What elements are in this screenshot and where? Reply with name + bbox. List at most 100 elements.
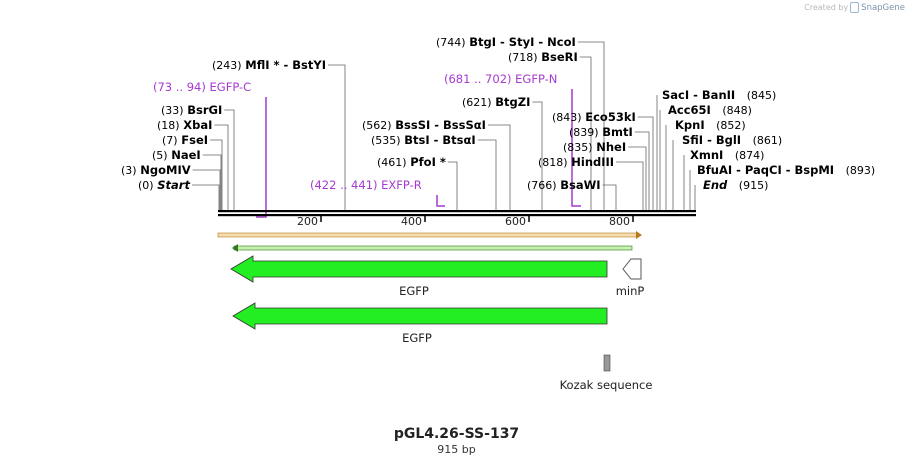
primer-name: EGFP-C: [210, 80, 252, 94]
site-spacer: [727, 178, 739, 192]
kozak-sequence-box: [603, 354, 611, 372]
site-enzyme-name: SacI - BanII: [662, 88, 735, 102]
site-leader-line: [210, 139, 223, 210]
site-leader-line: [224, 109, 235, 210]
site-leader-line: [579, 56, 592, 210]
backbone-top-strand: [218, 210, 696, 213]
site-leader-line: [602, 184, 617, 210]
feature-label: EGFP: [399, 284, 429, 298]
site-label: (818) HindIII: [538, 155, 614, 169]
egfp-feature-arrow: [230, 255, 608, 283]
site-position: (766): [527, 179, 557, 192]
site-label: SacI - BanII (845): [662, 88, 776, 102]
site-enzyme-name: XbaI: [183, 118, 212, 132]
site-label: (0) Start: [138, 178, 190, 192]
plasmid-length: 915 bp: [437, 443, 476, 456]
site-enzyme-name: NheI: [596, 140, 626, 154]
site-leader-line: [532, 101, 543, 210]
site-enzyme-name: BsaWI: [560, 178, 600, 192]
site-position: (621): [462, 96, 492, 109]
site-leader-line: [628, 146, 647, 210]
site-position: (861): [753, 134, 783, 147]
site-position: (7): [162, 134, 178, 147]
site-leader-line: [477, 139, 497, 210]
orf-forward-bar: [217, 232, 639, 238]
site-position: (535): [371, 134, 401, 147]
primer-range: (422 .. 441): [310, 178, 381, 192]
primer-range: (681 .. 702): [444, 72, 515, 86]
site-label: (744) BtgI - StyI - NcoI: [436, 35, 576, 49]
site-leader-line: [191, 184, 220, 210]
site-enzyme-name: BssSI - BssSαI: [395, 118, 486, 132]
site-position: (5): [152, 149, 168, 162]
site-label: BfuAI - PaqCI - BspMI (893): [697, 163, 875, 177]
site-label: (621) BtgZI: [462, 95, 530, 109]
plasmid-title-block: pGL4.26-SS-137 915 bp: [0, 426, 913, 456]
ruler-label: 800: [609, 215, 630, 228]
site-enzyme-name: Eco53kI: [585, 110, 636, 124]
site-label: (461) PfoI *: [377, 155, 446, 169]
site-label: (5) NaeI: [152, 148, 201, 162]
primer-label: (681 .. 702) EGFP-N: [444, 72, 557, 86]
site-leader-line: [214, 124, 229, 210]
primer-marker: [571, 89, 581, 207]
site-spacer: [723, 148, 735, 162]
site-position: (744): [436, 36, 466, 49]
orf-reverse-bar: [233, 245, 633, 251]
site-spacer: [741, 133, 753, 147]
site-position: (852): [716, 119, 746, 132]
site-position: (18): [157, 119, 180, 132]
primer-marker: [436, 195, 445, 207]
site-enzyme-name: BtgI - StyI - NcoI: [469, 35, 576, 49]
site-label: (843) Eco53kI: [552, 110, 636, 124]
site-enzyme-name: BsrGI: [187, 103, 222, 117]
primer-name: EGFP-N: [515, 72, 557, 86]
site-label: (766) BsaWI: [527, 178, 601, 192]
primer-marker: [256, 97, 267, 218]
site-position: (718): [508, 51, 538, 64]
primer-range: (73 .. 94): [153, 80, 210, 94]
site-position: (818): [538, 156, 568, 169]
site-label: (33) BsrGI: [161, 103, 222, 117]
site-leader-line: [637, 116, 654, 210]
snapgene-credit: Created by SnapGene: [804, 2, 905, 13]
site-position: (839): [569, 126, 599, 139]
primer-label: (422 .. 441) EXFP-R: [310, 178, 422, 192]
ruler-label: 200: [297, 215, 318, 228]
site-label: (535) BtsI - BtsαI: [371, 133, 476, 147]
site-position: (835): [563, 141, 593, 154]
site-position: (243): [212, 59, 242, 72]
site-position: (843): [552, 111, 582, 124]
site-position: (848): [722, 104, 752, 117]
site-position: (562): [362, 119, 392, 132]
site-enzyme-name: MflI * - BstYI: [245, 58, 326, 72]
site-position: (845): [747, 89, 777, 102]
site-label: Acc65I (848): [668, 103, 752, 117]
site-label: KpnI (852): [675, 118, 746, 132]
site-leader-line: [328, 64, 346, 210]
site-leader-line: [202, 154, 222, 210]
site-enzyme-name: FseI: [181, 133, 208, 147]
primer-label: (73 .. 94) EGFP-C: [153, 80, 251, 94]
site-enzyme-name: NaeI: [171, 148, 200, 162]
site-position: (874): [735, 149, 765, 162]
site-label: (839) BmtI: [569, 125, 633, 139]
site-leader-line: [616, 161, 644, 210]
ruler-label: 400: [401, 215, 422, 228]
snapgene-logo-icon: [850, 2, 860, 13]
primer-name: EXFP-R: [381, 178, 422, 192]
site-enzyme-name: End: [703, 178, 728, 192]
credit-brand: SnapGene: [861, 2, 905, 13]
site-label: (7) FseI: [162, 133, 208, 147]
plasmid-name: pGL4.26-SS-137: [393, 426, 520, 442]
site-position: (33): [161, 104, 184, 117]
site-label: (243) MflI * - BstYI: [212, 58, 326, 72]
site-label: End (915): [703, 178, 768, 192]
orf-reverse-arrowhead: [232, 244, 238, 252]
site-enzyme-name: Acc65I: [668, 103, 711, 117]
backbone-bottom-strand: [218, 214, 696, 217]
site-spacer: [735, 88, 747, 102]
site-enzyme-name: HindIII: [571, 155, 614, 169]
site-spacer: [834, 163, 846, 177]
